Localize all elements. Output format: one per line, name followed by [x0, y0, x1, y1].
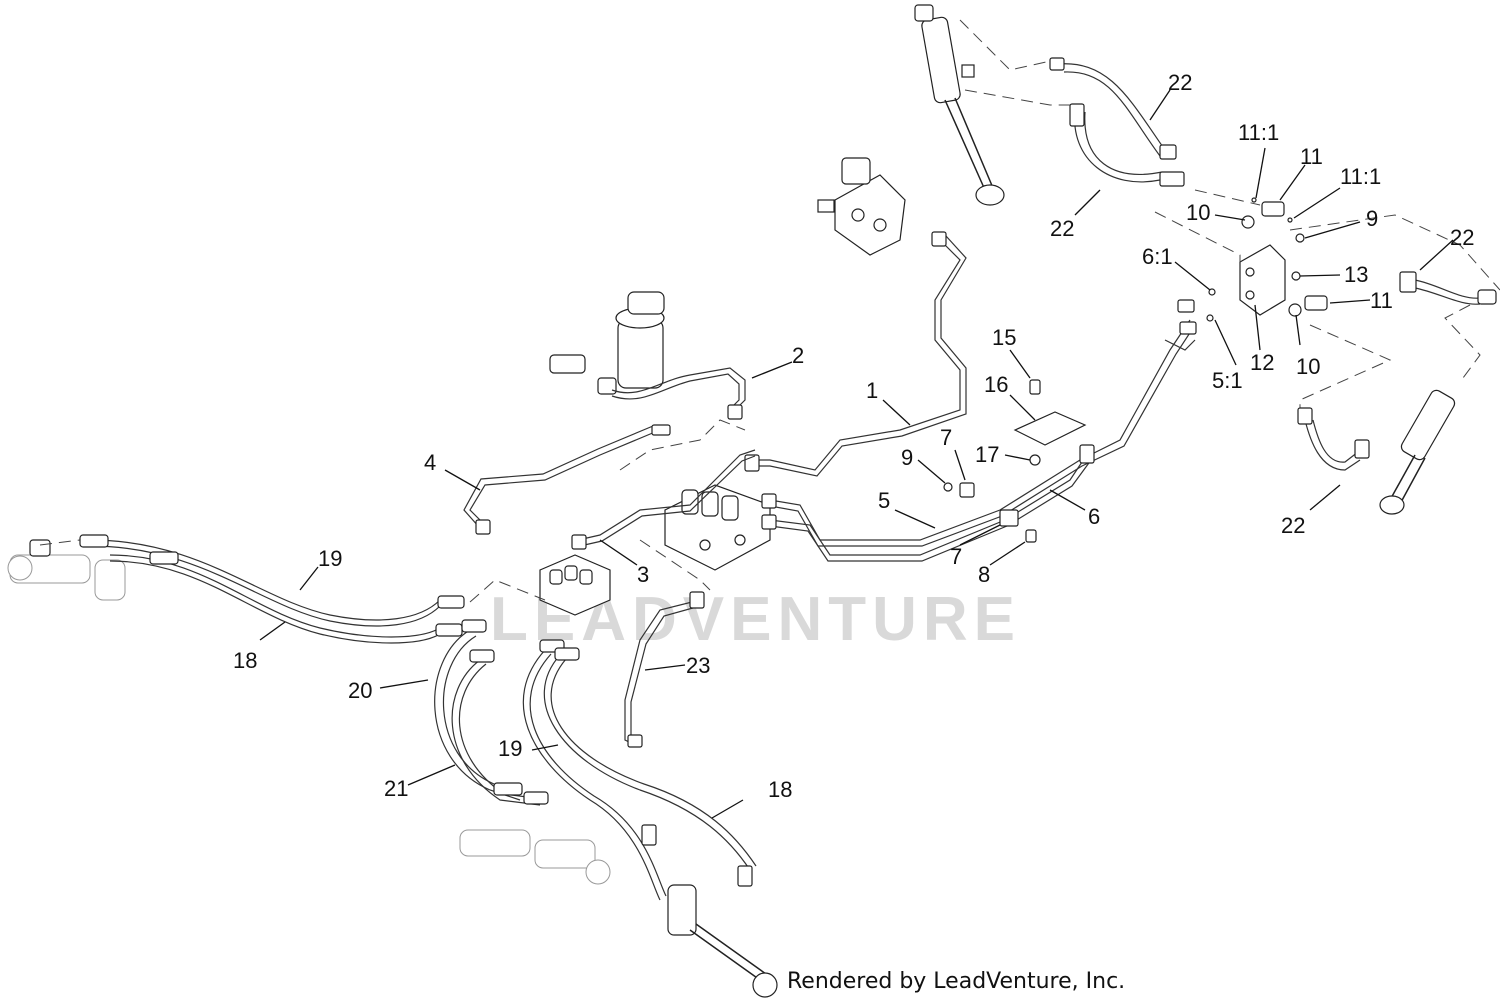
tube-23 [624, 591, 705, 748]
tube-5 [761, 449, 1095, 562]
cylinder-left [7, 539, 126, 601]
dash-11 [639, 539, 711, 591]
callout-3: 3 [637, 562, 649, 587]
dash-2 [964, 89, 1075, 106]
callout-11-1-right: 11:1 [1340, 164, 1381, 189]
dash-7 [1444, 304, 1481, 383]
clamp-hardware [943, 482, 1037, 543]
leader-lines [259, 89, 1454, 819]
cylinder-bottom [667, 884, 778, 998]
callout-9-left: 9 [901, 445, 913, 470]
hoses-18-19-lower [522, 639, 757, 901]
callout-18-left: 18 [233, 648, 257, 673]
lift-cylinder-right [1379, 389, 1456, 515]
callout-21: 21 [384, 776, 408, 801]
oil-filter [549, 291, 665, 395]
callout-9-right: 9 [1366, 206, 1378, 231]
hoses-18-19-left [79, 534, 465, 644]
callout-4: 4 [424, 450, 436, 475]
fittings-11 [1206, 197, 1328, 322]
tube-4 [463, 424, 671, 535]
callout-22-lower: 22 [1281, 513, 1305, 538]
hose-22-right [1399, 271, 1497, 305]
dash-3 [1154, 211, 1241, 262]
callout-5: 5 [878, 488, 890, 513]
hoses-20-21 [434, 619, 549, 806]
dash-8 [39, 539, 81, 546]
callout-2: 2 [792, 343, 804, 368]
callout-8: 8 [978, 562, 990, 587]
callout-7-upper: 7 [940, 425, 952, 450]
callout-10-upper: 10 [1186, 200, 1210, 225]
callout-23: 23 [686, 653, 710, 678]
callout-17: 17 [975, 442, 999, 467]
callout-10-lower: 10 [1296, 354, 1320, 379]
credit-text: Rendered by LeadVenture, Inc. [787, 969, 1125, 994]
callout-19-lower: 19 [498, 736, 522, 761]
callouts: 1 2 3 4 5 5:1 6 6:1 7 7 8 9 9 10 10 11 1… [233, 70, 1474, 802]
tube-1 [744, 231, 967, 477]
callout-7-lower: 7 [950, 544, 962, 569]
dash-5 [1289, 214, 1500, 291]
tube-3 [571, 449, 756, 550]
callout-22-mid: 22 [1050, 216, 1074, 241]
dash-4 [1194, 189, 1261, 206]
callout-6: 6 [1088, 504, 1100, 529]
dash-10 [619, 419, 746, 471]
callout-22-right: 22 [1450, 225, 1474, 250]
lift-cylinder-top [914, 4, 1005, 206]
callout-20: 20 [348, 678, 372, 703]
callout-16: 16 [984, 372, 1008, 397]
callout-11-lower: 11 [1370, 288, 1393, 313]
callout-11-1-left: 11:1 [1238, 120, 1279, 145]
callout-11-upper: 11 [1300, 144, 1323, 169]
dash-6 [1299, 324, 1392, 410]
callout-18-lower: 18 [768, 777, 792, 802]
control-valve-top [817, 157, 906, 256]
callout-19-left: 19 [318, 546, 342, 571]
hose-22-top [1049, 57, 1185, 187]
tube-2 [611, 367, 746, 420]
callout-13: 13 [1344, 262, 1368, 287]
callout-5-1: 5:1 [1212, 368, 1243, 393]
valve-block-small [539, 554, 611, 616]
bracket-16 [1013, 379, 1087, 466]
hose-22-lower-right [1297, 407, 1370, 471]
callout-12: 12 [1250, 350, 1274, 375]
bracket-12 [1239, 244, 1286, 316]
tube-6 [761, 299, 1197, 547]
cylinder-lower-left [459, 829, 611, 885]
callout-15: 15 [992, 325, 1016, 350]
main-valve-block [664, 484, 771, 571]
callout-22-top: 22 [1168, 70, 1192, 95]
callout-1: 1 [866, 378, 878, 403]
dash-9 [469, 579, 546, 603]
callout-6-1: 6:1 [1142, 244, 1173, 269]
dash-1 [959, 19, 1056, 71]
